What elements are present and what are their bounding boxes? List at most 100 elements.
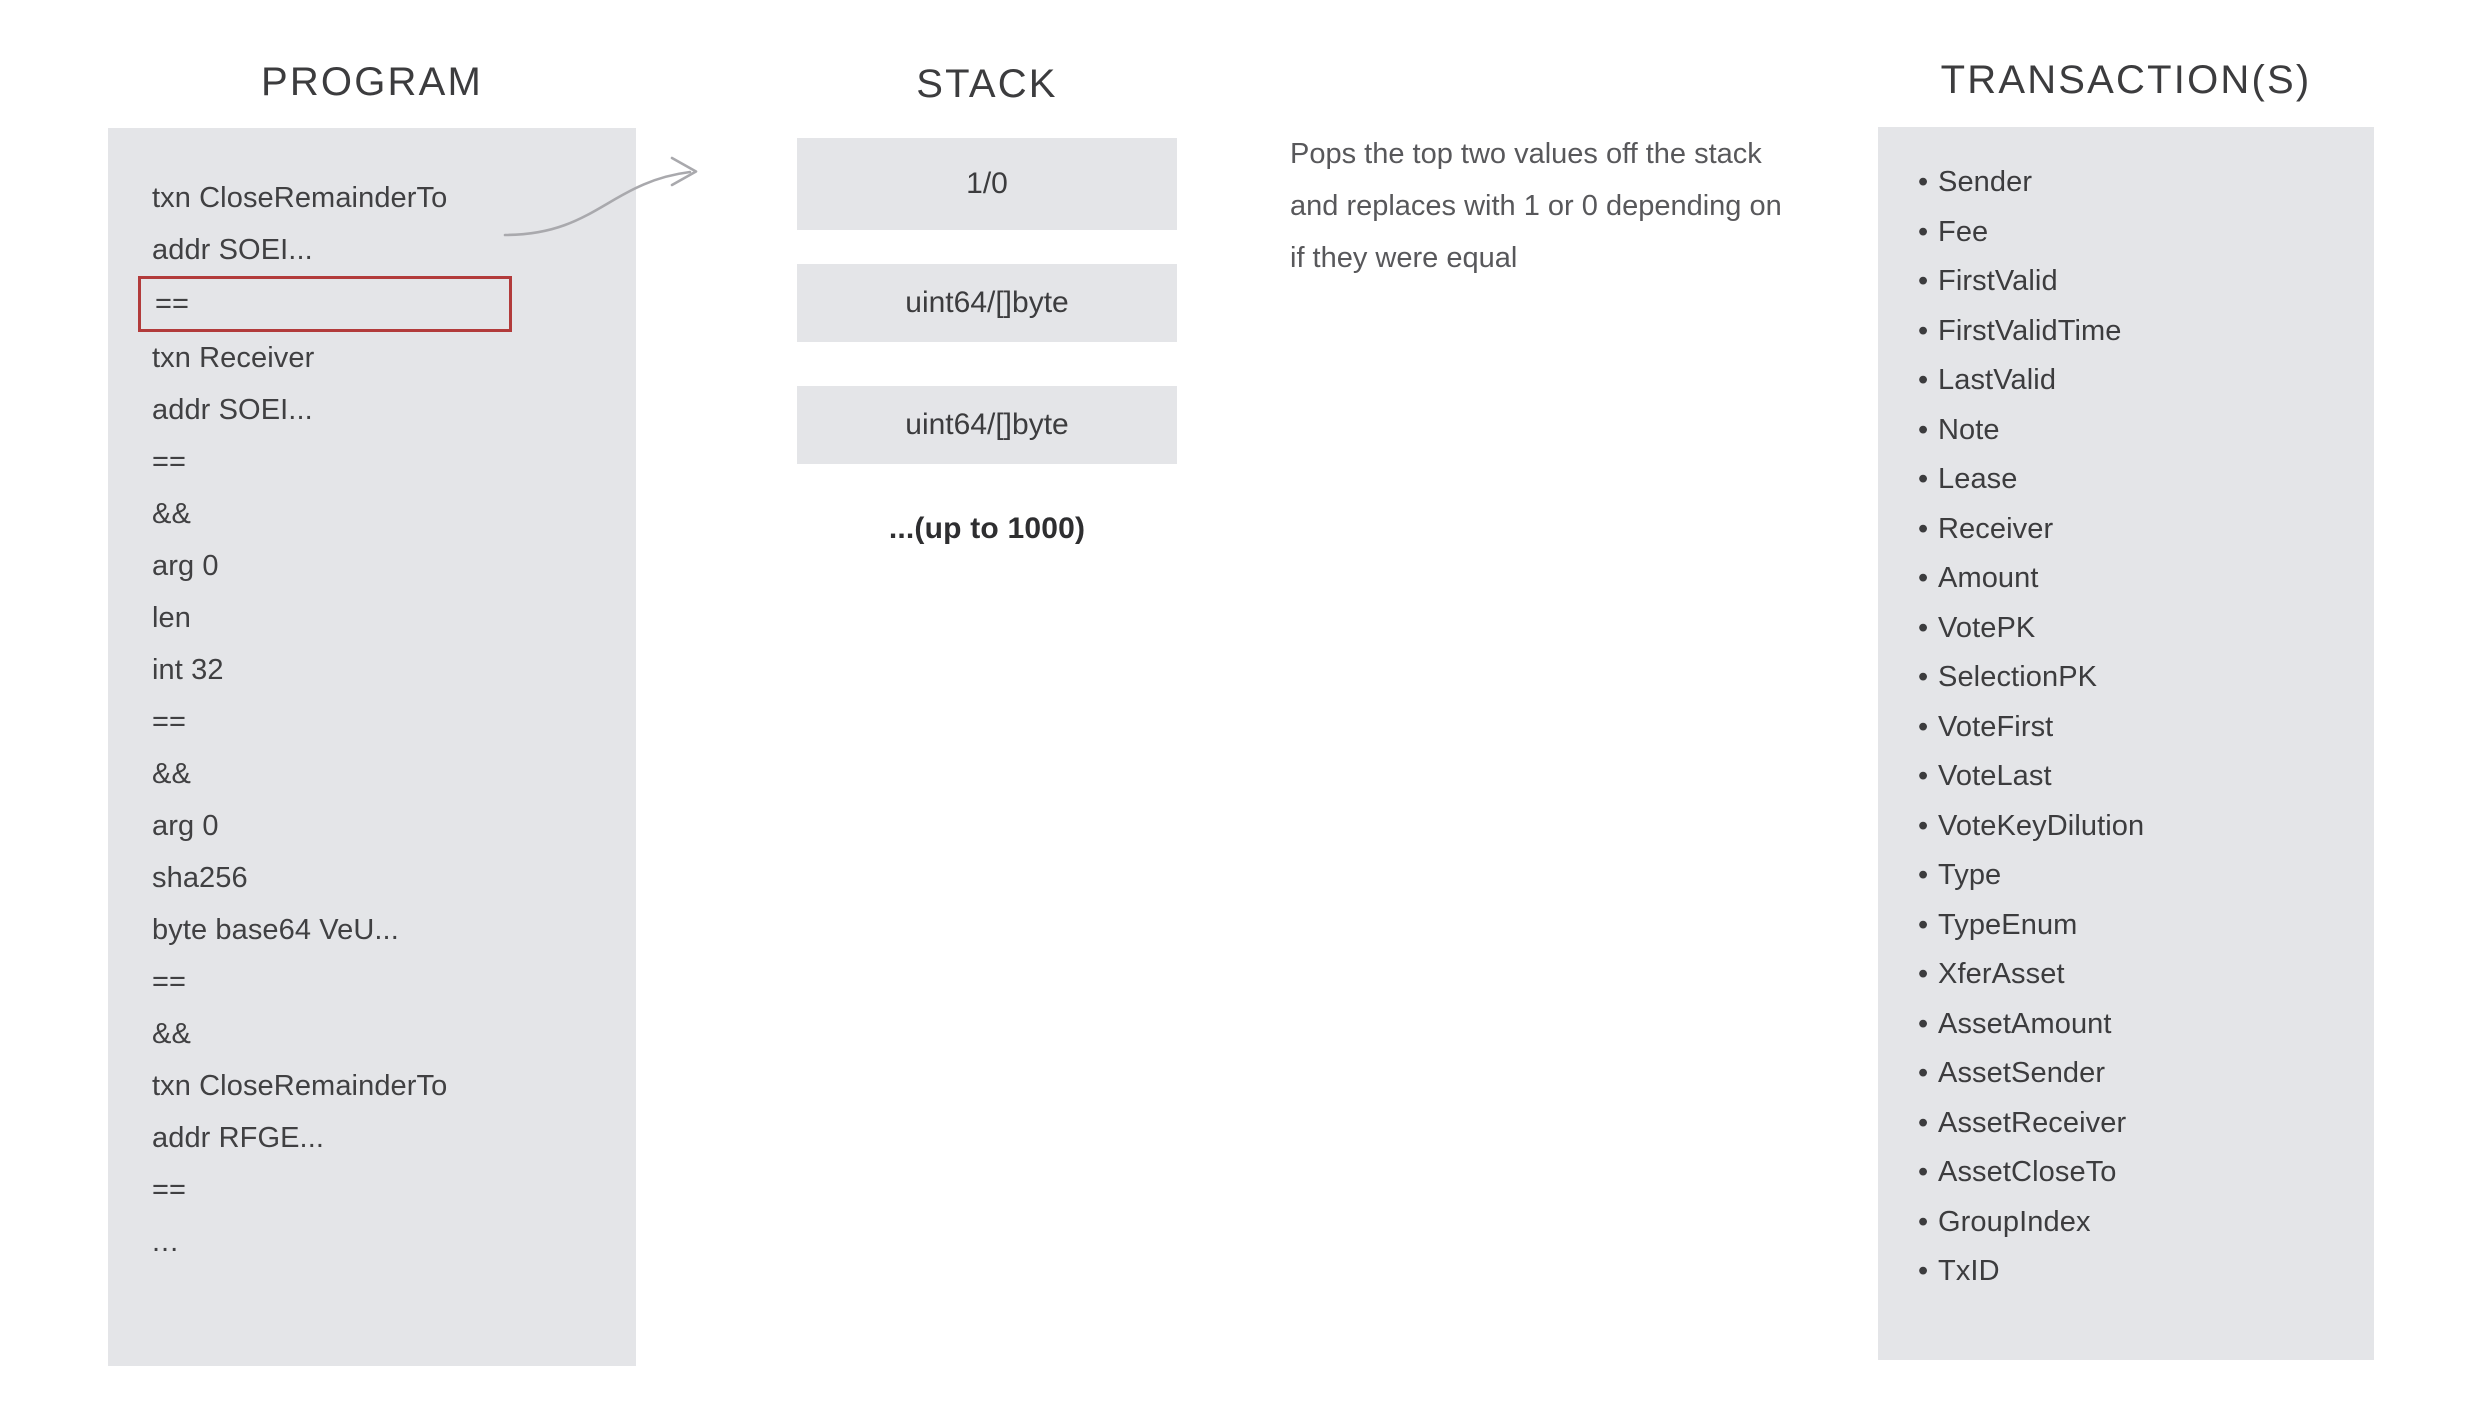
stack-box: uint64/[]byte xyxy=(797,264,1177,342)
opcode-description: Pops the top two values off the stack an… xyxy=(1290,138,1782,274)
bullet-icon: • xyxy=(1918,166,1929,198)
program-line: txn CloseRemainderTo xyxy=(152,182,448,214)
bullet-icon: • xyxy=(1918,1007,1929,1040)
bullet-icon: • xyxy=(1918,364,1929,396)
bullet-icon: • xyxy=(1918,512,1929,545)
program-line: txn Receiver xyxy=(152,342,315,374)
transaction-field: • VotePK xyxy=(1918,604,2358,654)
program-line: && xyxy=(152,498,191,530)
transaction-field: • AssetSender xyxy=(1918,1049,2358,1099)
transaction-field-label: SelectionPK xyxy=(1938,661,2098,693)
program-line: byte base64 VeU... xyxy=(152,914,399,946)
program-panel xyxy=(108,128,636,1366)
program-line: && xyxy=(152,1018,191,1050)
transaction-field-label: Receiver xyxy=(1938,512,2054,545)
transaction-field: • TypeEnum xyxy=(1918,901,2358,951)
transaction-field-label: Type xyxy=(1938,859,2002,891)
stack-overflow-note: ...(up to 1000) xyxy=(888,512,1086,545)
bullet-icon: • xyxy=(1918,314,1929,347)
bullet-icon: • xyxy=(1918,710,1929,743)
bullet-icon: • xyxy=(1918,463,1929,495)
bullet-icon: • xyxy=(1918,265,1929,297)
transaction-field: • Lease xyxy=(1918,455,2358,505)
transaction-field-label: AssetReceiver xyxy=(1938,1106,2127,1139)
program-line-highlighted[interactable]: == xyxy=(138,276,512,332)
transaction-field: • VoteLast xyxy=(1918,752,2358,802)
transaction-field: • VoteKeyDilution xyxy=(1918,802,2358,852)
bullet-icon: • xyxy=(1918,1057,1929,1089)
transaction-field-label: Note xyxy=(1938,413,2000,446)
transaction-field: • Note xyxy=(1918,406,2358,456)
bullet-icon: • xyxy=(1918,809,1929,842)
program-line: len xyxy=(152,602,191,634)
program-line: == xyxy=(152,706,187,738)
program-line: == xyxy=(152,966,187,998)
bullet-icon: • xyxy=(1918,760,1929,792)
transaction-field: • XferAsset xyxy=(1918,950,2358,1000)
transaction-field-label: TypeEnum xyxy=(1938,908,2078,941)
transaction-field: • AssetReceiver xyxy=(1918,1099,2358,1149)
program-line-ellipsis: ... xyxy=(152,1226,180,1258)
transaction-field: • FirstValid xyxy=(1918,257,2358,307)
stack-box: 1/0 xyxy=(797,138,1177,230)
transaction-field-label: FirstValid xyxy=(1938,265,2058,297)
program-line: == xyxy=(152,446,187,478)
transaction-field-label: VoteKeyDilution xyxy=(1938,809,2145,842)
transaction-field: • GroupIndex xyxy=(1918,1198,2358,1248)
transaction-field-label: Sender xyxy=(1938,166,2033,198)
transaction-field: • AssetAmount xyxy=(1918,1000,2358,1050)
transaction-field: • Fee xyxy=(1918,208,2358,258)
bullet-icon: • xyxy=(1918,215,1929,248)
transaction-field: • FirstValidTime xyxy=(1918,307,2358,357)
bullet-icon: • xyxy=(1918,1156,1929,1188)
transaction-field: • AssetCloseTo xyxy=(1918,1148,2358,1198)
bullet-icon: • xyxy=(1918,1205,1929,1238)
transaction-column-title: TRANSACTION(S) xyxy=(1940,58,2312,102)
transaction-field-label: Amount xyxy=(1938,562,2039,594)
program-column-title: PROGRAM xyxy=(260,60,484,104)
transaction-field-label: TxID xyxy=(1938,1255,2000,1287)
transaction-field-label: AssetSender xyxy=(1938,1057,2106,1089)
transaction-field-label: VoteLast xyxy=(1938,760,2052,792)
program-line: sha256 xyxy=(152,862,248,894)
transaction-field-label: AssetCloseTo xyxy=(1938,1156,2117,1188)
program-line: int 32 xyxy=(152,654,224,686)
program-line: arg 0 xyxy=(152,550,219,582)
transaction-field: • LastValid xyxy=(1918,356,2358,406)
transaction-field-label: VotePK xyxy=(1938,611,2036,644)
bullet-icon: • xyxy=(1918,1106,1929,1139)
bullet-icon: • xyxy=(1918,958,1929,990)
program-line: addr SOEI... xyxy=(152,234,313,266)
transaction-field-label: Fee xyxy=(1938,215,1989,248)
transaction-field-label: AssetAmount xyxy=(1938,1007,2112,1040)
transaction-field: • TxID xyxy=(1918,1247,2358,1297)
transaction-field: • Receiver xyxy=(1918,505,2358,555)
program-line: addr SOEI... xyxy=(152,394,313,426)
bullet-icon: • xyxy=(1918,1255,1929,1287)
program-line: && xyxy=(152,758,191,790)
bullet-icon: • xyxy=(1918,859,1929,891)
bullet-icon: • xyxy=(1918,413,1929,446)
transaction-field: • Sender xyxy=(1918,158,2358,208)
transaction-field-label: LastValid xyxy=(1938,364,2057,396)
transaction-field-label: VoteFirst xyxy=(1938,710,2054,743)
program-line: txn CloseRemainderTo xyxy=(152,1070,448,1102)
bullet-icon: • xyxy=(1918,661,1929,693)
transaction-field-label: Lease xyxy=(1938,463,2018,495)
program-instruction-list: txn CloseRemainderTo addr SOEI... == txn… xyxy=(138,172,622,1268)
bullet-icon: • xyxy=(1918,562,1929,594)
program-line: == xyxy=(152,1174,187,1206)
transaction-field: • Amount xyxy=(1918,554,2358,604)
stack-column-title: STACK xyxy=(916,62,1058,106)
stack-box: uint64/[]byte xyxy=(797,386,1177,464)
transaction-field-label: FirstValidTime xyxy=(1938,314,2122,347)
bullet-icon: • xyxy=(1918,611,1929,644)
transaction-field: • SelectionPK xyxy=(1918,653,2358,703)
transaction-field-label: XferAsset xyxy=(1938,958,2065,990)
transaction-field-label: GroupIndex xyxy=(1938,1205,2091,1238)
transaction-field-list: • Sender • Fee • FirstValid • FirstValidTime… xyxy=(1918,158,2358,1297)
bullet-icon: • xyxy=(1918,908,1929,941)
transaction-field: • VoteFirst xyxy=(1918,703,2358,753)
program-line: arg 0 xyxy=(152,810,219,842)
